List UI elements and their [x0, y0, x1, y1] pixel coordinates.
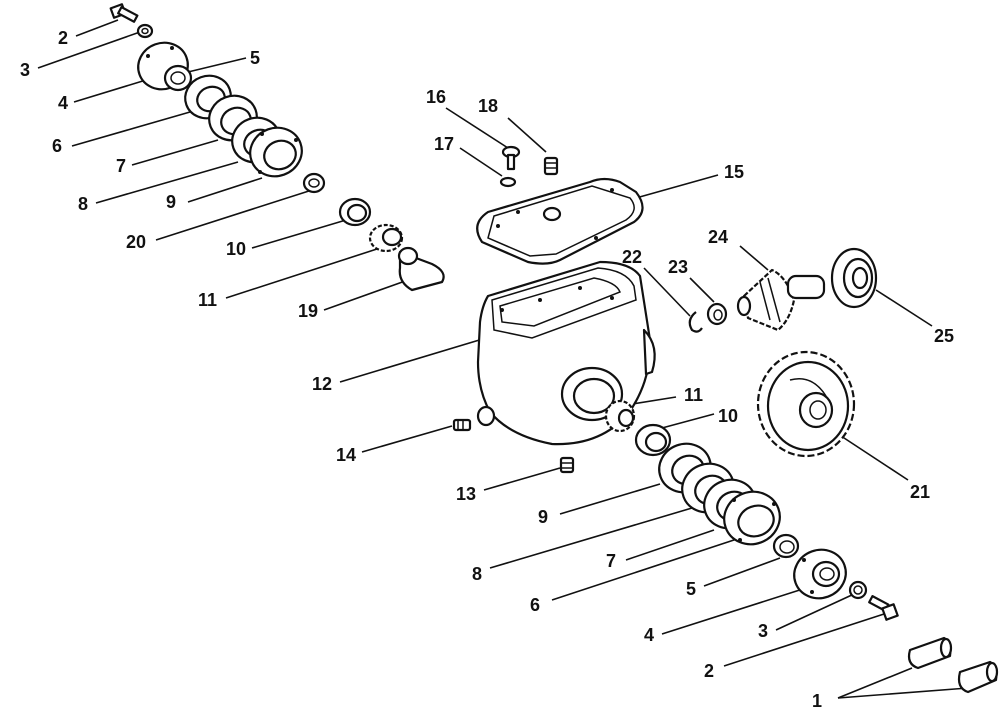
callout-4-upper: 4 [58, 93, 69, 113]
callout-12: 12 [312, 374, 333, 394]
part-1-pins [907, 636, 999, 694]
callout-17: 17 [434, 134, 455, 154]
part-3-washer-lower [848, 580, 868, 600]
part-19-spacer [397, 246, 445, 292]
callout-9-lower: 9 [538, 507, 549, 527]
part-22-snap-ring [688, 311, 703, 333]
part-20-seal [302, 172, 326, 194]
part-2-bolt-upper [109, 3, 139, 23]
part-25-bearing [830, 247, 878, 309]
callout-10-lower: 10 [718, 406, 739, 426]
callout-3-lower: 3 [758, 621, 769, 641]
callout-9-upper: 9 [166, 192, 177, 212]
part-18-plug-top [543, 156, 559, 176]
part-14-plug-side [452, 418, 472, 432]
callout-6-lower: 6 [530, 595, 541, 615]
callout-22: 22 [622, 247, 643, 267]
callout-2-upper: 2 [58, 28, 69, 48]
callout-8-upper: 8 [78, 194, 89, 214]
callout-5-lower: 5 [686, 579, 697, 599]
callout-3-upper: 3 [20, 60, 31, 80]
part-4-cap-upper [137, 41, 193, 92]
part-11-pinion-upper [368, 223, 404, 253]
part-15-cover [476, 177, 644, 265]
part-13-plug-bottom [559, 456, 575, 474]
callout-8-lower: 8 [472, 564, 483, 584]
callout-25: 25 [934, 326, 955, 346]
part-5-seal-lower [772, 533, 800, 559]
callout-10-upper: 10 [226, 239, 247, 259]
part-10-bearing-cup-upper [338, 197, 372, 227]
callout-16: 16 [426, 87, 447, 107]
part-24-bevel-gear-shaft [736, 268, 826, 332]
part-3-washer-upper [136, 23, 154, 39]
part-6-gasket-lower [723, 490, 781, 546]
callout-20: 20 [126, 232, 147, 252]
part-21-ring-gear [756, 350, 856, 458]
callout-1: 1 [812, 691, 823, 711]
callout-5-upper: 5 [250, 48, 261, 68]
callout-18: 18 [478, 96, 499, 116]
part-17-lockwasher [499, 176, 517, 188]
part-16-screw [501, 145, 521, 171]
callout-11-upper: 11 [198, 290, 218, 310]
callout-6-upper: 6 [52, 136, 63, 156]
callout-4-lower: 4 [644, 625, 655, 645]
callout-24: 24 [708, 227, 729, 247]
callout-19: 19 [298, 301, 319, 321]
part-2-bolt-lower [868, 595, 899, 621]
callout-2-lower: 2 [704, 661, 715, 681]
leader-lines [37, 19, 969, 699]
callout-7-upper: 7 [116, 156, 127, 176]
part-12-housing [476, 260, 656, 446]
callout-7-lower: 7 [606, 551, 617, 571]
callout-15: 15 [724, 162, 745, 182]
callout-21: 21 [910, 482, 931, 502]
part-11-pinion-lower [604, 399, 636, 433]
part-9-retainer-upper [249, 126, 303, 178]
callout-14: 14 [336, 445, 357, 465]
part-10-bearing-cup-lower [634, 423, 672, 457]
callout-13: 13 [456, 484, 477, 504]
callout-23: 23 [668, 257, 689, 277]
callout-11-lower: 11 [684, 385, 704, 405]
part-4-cap-lower [793, 548, 847, 600]
part-23-washer [706, 302, 728, 326]
